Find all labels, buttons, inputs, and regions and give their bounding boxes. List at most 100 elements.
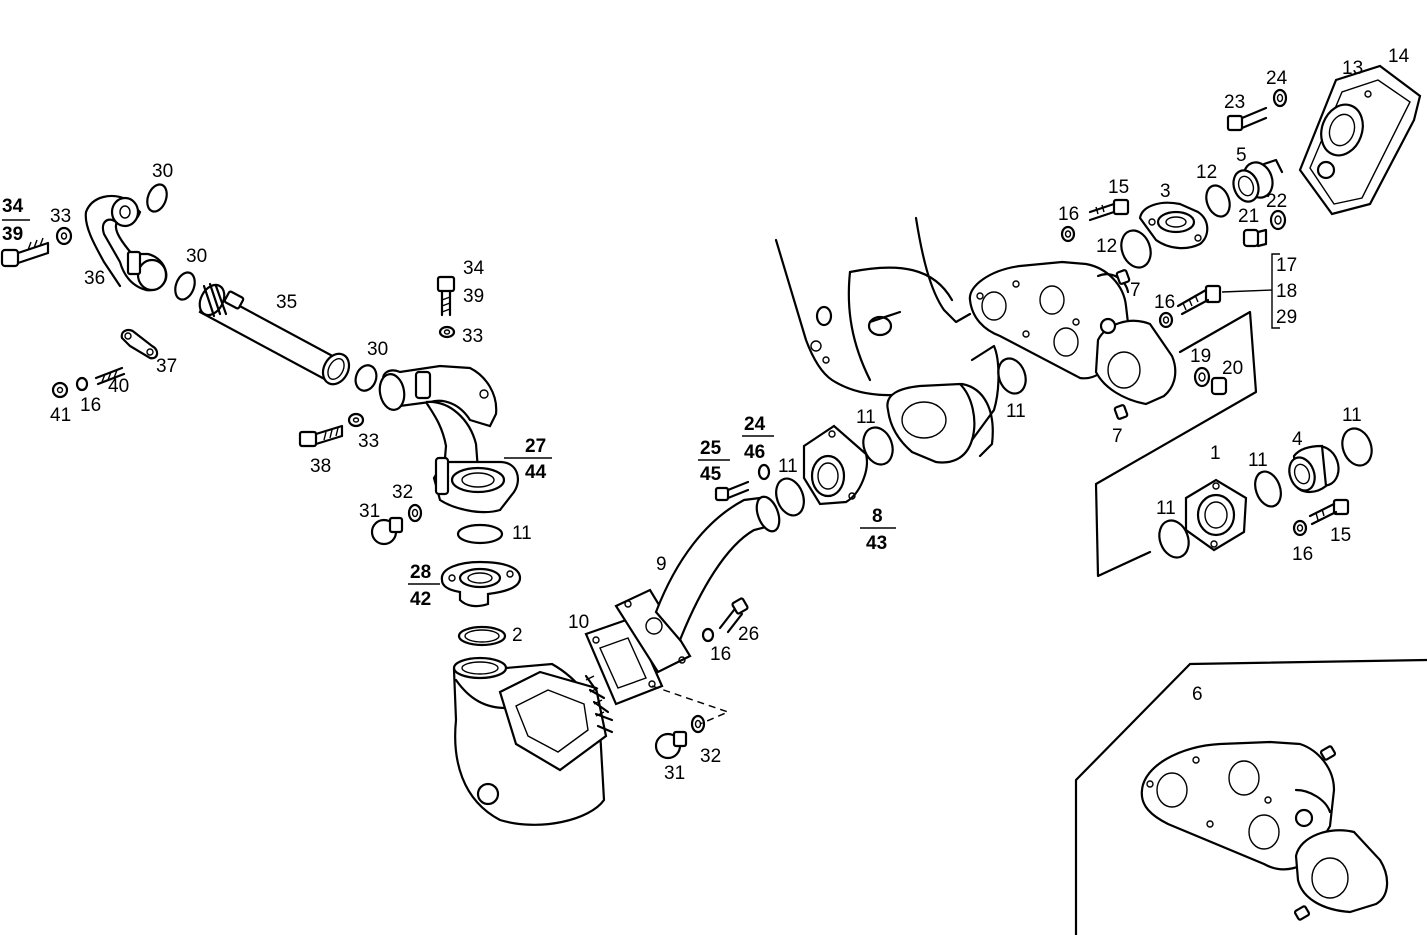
washer-22: [1269, 209, 1287, 231]
o-ring-30-right: [354, 364, 378, 392]
o-ring-12-mid: [1120, 229, 1152, 269]
label-29: 29: [1276, 307, 1297, 328]
o-ring-30-mid: [174, 271, 196, 301]
label-40: 40: [108, 376, 129, 397]
washer-16-left: [75, 376, 89, 392]
o-ring-11-block: [997, 357, 1027, 395]
svg-text:46: 46: [744, 442, 765, 463]
label-4: 4: [1292, 429, 1303, 450]
pin-7-bottom: [1113, 404, 1129, 420]
bolt-25-45: [714, 480, 750, 502]
label-10: 10: [568, 612, 589, 633]
svg-text:34: 34: [2, 196, 24, 217]
bolt-15-top: [1088, 198, 1130, 222]
pipe-35: [198, 282, 351, 386]
fraction-25-45: 25 45: [698, 438, 730, 485]
stud-40: [94, 366, 126, 386]
label-16-top: 16: [1058, 204, 1079, 225]
bolt-23: [1226, 106, 1268, 132]
leader-line-1: [1094, 310, 1258, 578]
svg-text:25: 25: [700, 438, 722, 459]
engine-block: [774, 216, 1000, 464]
plug-21: [1242, 228, 1268, 248]
washer-24-top: [1272, 88, 1288, 108]
washer-33-mid: [438, 325, 456, 339]
label-12-top: 12: [1196, 162, 1217, 183]
label-41: 41: [50, 405, 71, 426]
plug-20: [1210, 376, 1228, 396]
pin-7-top: [1115, 269, 1131, 285]
bolt-26: [718, 597, 749, 634]
svg-text:27: 27: [525, 436, 546, 457]
svg-text:42: 42: [410, 589, 431, 610]
o-ring-11-low-right: [1341, 427, 1373, 467]
label-1: 1: [1210, 443, 1221, 464]
label-37: 37: [156, 356, 177, 377]
label-18: 18: [1276, 281, 1297, 302]
leader-line-pump: [651, 685, 730, 725]
inset-detail-6: [1074, 658, 1427, 935]
label-38: 38: [310, 456, 331, 477]
washer-33-left: [55, 226, 73, 246]
label-15-top: 15: [1108, 177, 1129, 198]
flange-1: [1184, 478, 1248, 552]
label-11-block: 11: [1006, 401, 1026, 422]
flange-3: [1138, 201, 1209, 250]
label-23: 23: [1224, 92, 1245, 113]
label-31-top: 31: [359, 501, 380, 522]
fraction-34-39-left: 34 39: [2, 196, 30, 245]
label-30-top: 30: [152, 161, 173, 182]
bolt-left: [0, 237, 50, 268]
label-9: 9: [656, 554, 667, 575]
fraction-28-42: 28 42: [408, 562, 440, 610]
washer-19: [1193, 366, 1211, 388]
bolt-15-low: [1308, 498, 1350, 526]
label-30-right: 30: [367, 339, 388, 360]
label-7-bottom: 7: [1112, 426, 1123, 447]
label-16-right: 16: [1154, 292, 1175, 313]
plug-31-bottom: [654, 730, 688, 760]
fraction-27-44: 27 44: [504, 436, 552, 483]
label-5: 5: [1236, 145, 1247, 166]
label-11-low-left: 11: [1156, 498, 1176, 519]
pipe-9: [614, 495, 781, 674]
label-11-low-mid: 11: [1248, 450, 1268, 471]
union-5: [1232, 158, 1284, 203]
label-36: 36: [84, 268, 105, 289]
gasket-11-mid: [456, 523, 504, 545]
label-24-top: 24: [1266, 68, 1288, 89]
cover-13-14: [1298, 64, 1422, 216]
label-31-bottom: 31: [664, 763, 685, 784]
fraction-24-46: 24 46: [742, 414, 774, 463]
svg-text:44: 44: [525, 462, 547, 483]
label-13: 13: [1342, 58, 1363, 79]
label-14: 14: [1388, 46, 1410, 67]
o-ring-11-low-mid: [1254, 470, 1282, 508]
label-20: 20: [1222, 358, 1243, 379]
o-ring-11-flange: [862, 426, 894, 466]
o-ring-12-top: [1205, 184, 1231, 218]
elbow-27-44: [378, 364, 519, 514]
label-17: 17: [1276, 255, 1297, 276]
flange-8-43: [802, 424, 868, 506]
bolt-38: [298, 424, 344, 448]
label-21: 21: [1238, 206, 1259, 227]
fraction-8-43: 8 43: [860, 506, 896, 554]
label-11-flange: 11: [856, 407, 876, 428]
label-16-mid: 16: [710, 644, 731, 665]
washer-16-top: [1060, 225, 1076, 243]
label-34: 34: [463, 258, 485, 279]
svg-text:8: 8: [872, 506, 883, 527]
manifold-assembly: [968, 260, 1177, 406]
gasket-2: [457, 625, 507, 647]
label-35: 35: [276, 292, 297, 313]
label-26: 26: [738, 624, 759, 645]
label-7-top: 7: [1130, 280, 1141, 301]
label-19: 19: [1190, 346, 1211, 367]
o-ring-30-top: [146, 183, 168, 213]
washer-16-right: [1158, 311, 1174, 329]
label-16-low: 16: [1292, 544, 1313, 565]
label-11-mid: 11: [512, 523, 532, 544]
bolt-34-39: [436, 275, 456, 317]
